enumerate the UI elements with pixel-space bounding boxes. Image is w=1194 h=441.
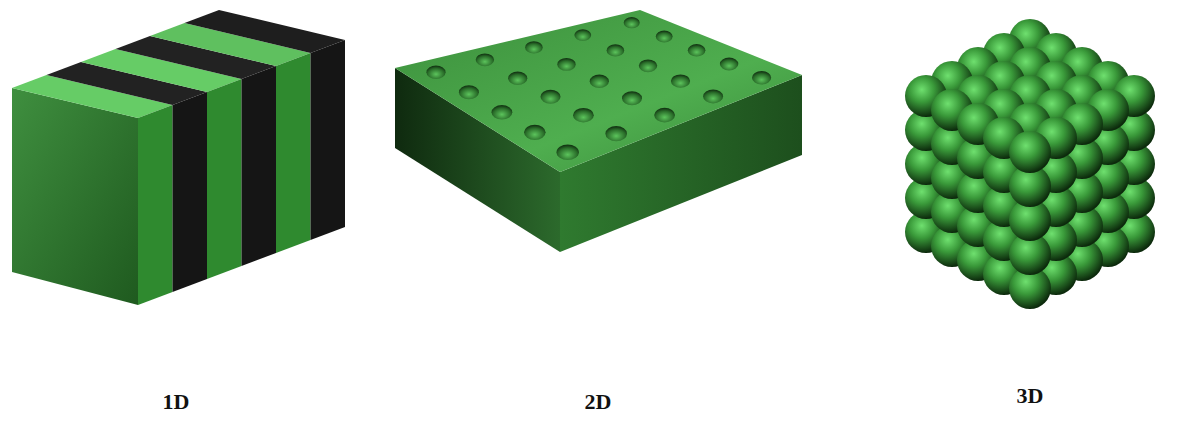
hole: [622, 91, 642, 105]
stripe-side: [207, 79, 242, 279]
hole: [508, 72, 527, 85]
three-d-sphere-cube: [905, 19, 1155, 309]
hole: [752, 71, 771, 84]
hole: [656, 31, 673, 43]
block-end-face: [12, 88, 138, 305]
hole: [720, 58, 738, 71]
stripe-side: [138, 105, 173, 305]
hole: [654, 108, 675, 123]
stripe-side: [276, 53, 311, 253]
hole: [688, 44, 706, 56]
hole: [624, 17, 640, 28]
stripe-side: [242, 66, 277, 266]
hole: [671, 74, 690, 87]
hole: [492, 105, 513, 120]
slab-top-face: [395, 10, 802, 172]
hole: [639, 59, 657, 72]
hole: [525, 41, 543, 53]
hole: [605, 126, 627, 141]
hole: [524, 125, 546, 140]
hole: [557, 145, 579, 161]
stripe-top: [185, 10, 346, 53]
stripe-side: [311, 40, 346, 240]
dimension-label: 3D: [1017, 383, 1044, 409]
stripe-side: [173, 92, 208, 292]
dimension-label: 1D: [163, 389, 190, 415]
hole: [590, 75, 609, 88]
hole: [476, 53, 494, 66]
hole: [557, 58, 575, 71]
hole: [459, 85, 479, 99]
hole: [607, 44, 625, 56]
hole: [573, 108, 594, 123]
sphere: [1009, 131, 1051, 173]
hole: [703, 89, 723, 103]
dimension-label: 2D: [585, 389, 612, 415]
hole: [574, 29, 591, 41]
two-d-slab: [395, 10, 802, 252]
one-d-block: [12, 10, 345, 305]
hole: [541, 90, 561, 104]
hole: [426, 66, 445, 79]
